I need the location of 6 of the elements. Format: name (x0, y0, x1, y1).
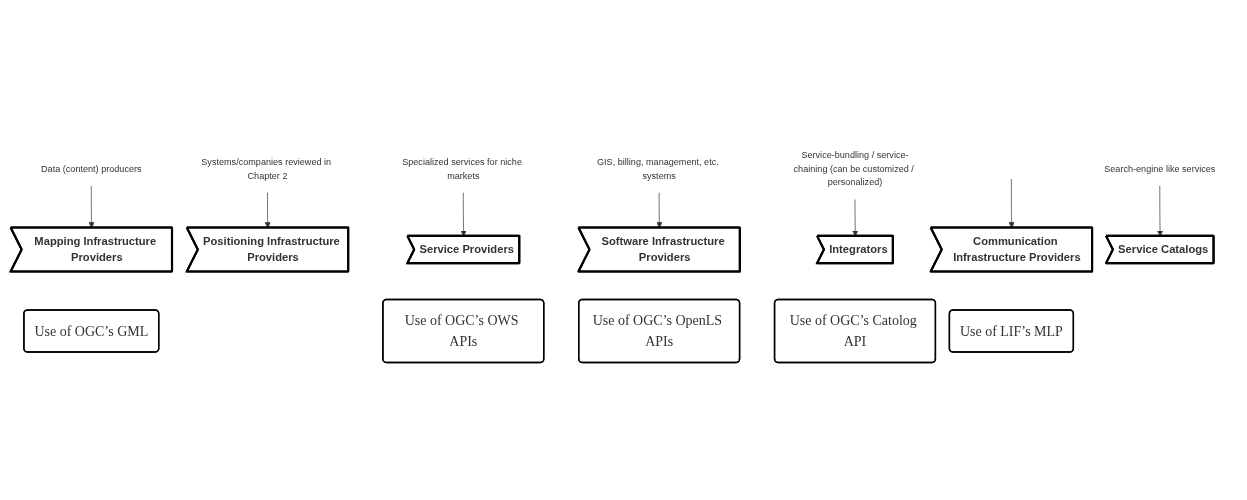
node-text: Specialized services for niche markets (402, 156, 522, 181)
node-text: Search-engine like services (1104, 163, 1216, 174)
node-text: Systems/companies reviewed in Chapter 2 (201, 156, 332, 181)
node-text: Service-bundling / service-chaining (can be customized / personalized) (793, 149, 914, 188)
node-text: GIS, billing, management, etc. systems (596, 156, 719, 181)
node-text: Data (content) producers (41, 163, 142, 174)
